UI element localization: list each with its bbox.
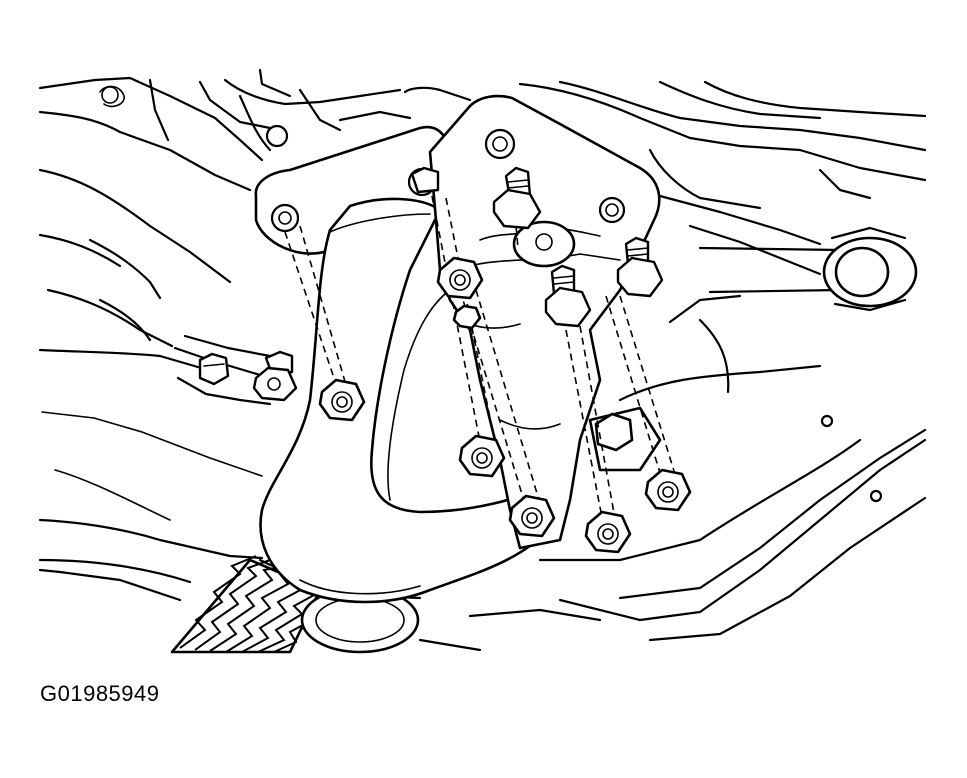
mounting-bracket: [428, 94, 662, 550]
catalytic-converter-hatched: [170, 555, 420, 654]
bolt-stud-top: [410, 166, 440, 194]
nut-6: [644, 468, 692, 512]
bolt-center: [544, 264, 592, 328]
nut-5: [584, 510, 632, 554]
nut-3: [458, 434, 506, 478]
bolt-upper: [492, 166, 542, 230]
nut-2: [436, 256, 484, 300]
figure-id-label: G01985949: [40, 681, 160, 706]
bracket-bolts: [198, 166, 664, 402]
small-nut-left: [452, 304, 482, 330]
nut-4: [508, 494, 556, 538]
bolt-right: [616, 236, 664, 298]
underbody-structure: [38, 68, 927, 652]
nut-1: [318, 378, 366, 422]
flange-nuts: [318, 256, 692, 554]
bolt-stud-left-2: [252, 350, 298, 402]
bolt-stud-left-1: [198, 352, 230, 386]
